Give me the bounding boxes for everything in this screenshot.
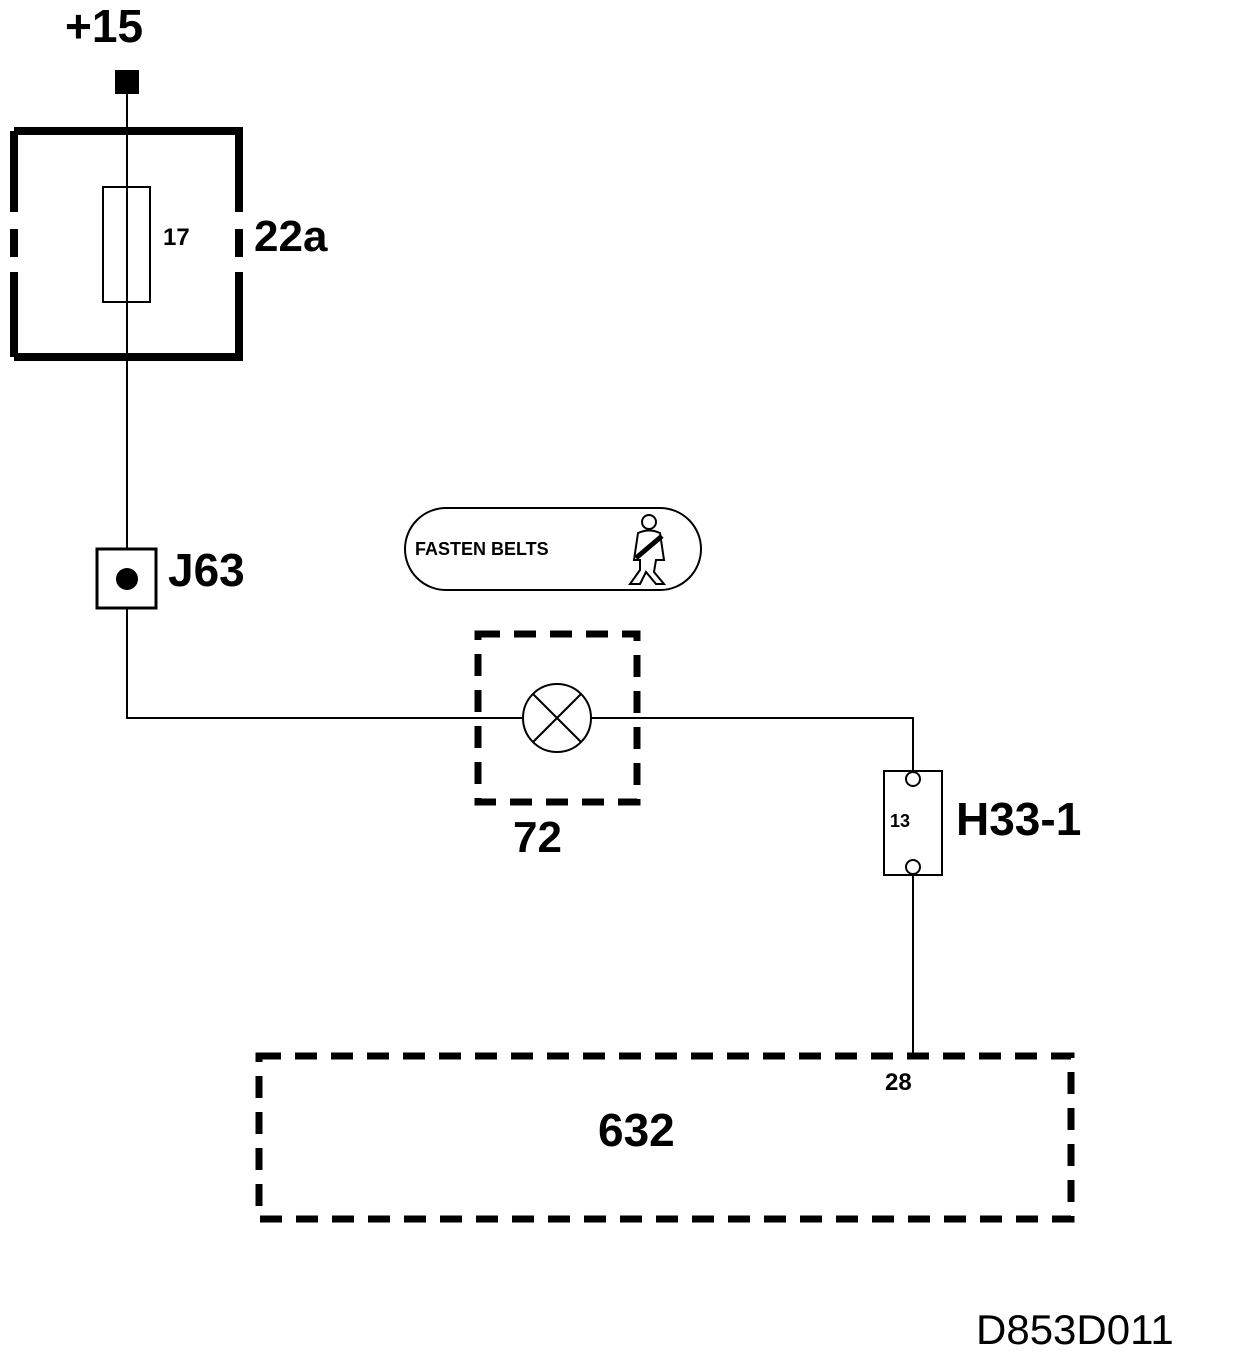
connector-pin-bottom [905, 859, 921, 875]
fuse-box-22a [10, 127, 243, 361]
connector-h33-1 [883, 770, 943, 876]
fuse-box-label: 22a [254, 212, 328, 261]
junction-dot [116, 568, 138, 590]
fuse-number: 17 [163, 224, 190, 251]
seatbelt-person-icon [628, 514, 667, 585]
lamp-label: 72 [513, 813, 562, 862]
supply-label: +15 [65, 0, 143, 52]
module-label: 632 [598, 1104, 675, 1156]
junction-label: J63 [168, 544, 245, 596]
connector-pin-number: 13 [890, 811, 910, 831]
connector-pin-top [905, 771, 921, 787]
connector-label: H33-1 [956, 793, 1081, 845]
lamp-cross-icon [522, 683, 592, 753]
drawing-id: D853D011 [976, 1306, 1174, 1353]
module-box-632 [255, 1052, 1075, 1223]
fasten-belts-indicator: FASTEN BELTS [404, 507, 702, 591]
lamp-box-72 [474, 630, 641, 806]
wire-junction-to-lamp [126, 608, 522, 719]
supply-terminal [115, 70, 139, 94]
wire-lamp-to-connector [591, 717, 914, 770]
module-pin-number: 28 [885, 1069, 912, 1096]
indicator-text: FASTEN BELTS [415, 539, 549, 559]
